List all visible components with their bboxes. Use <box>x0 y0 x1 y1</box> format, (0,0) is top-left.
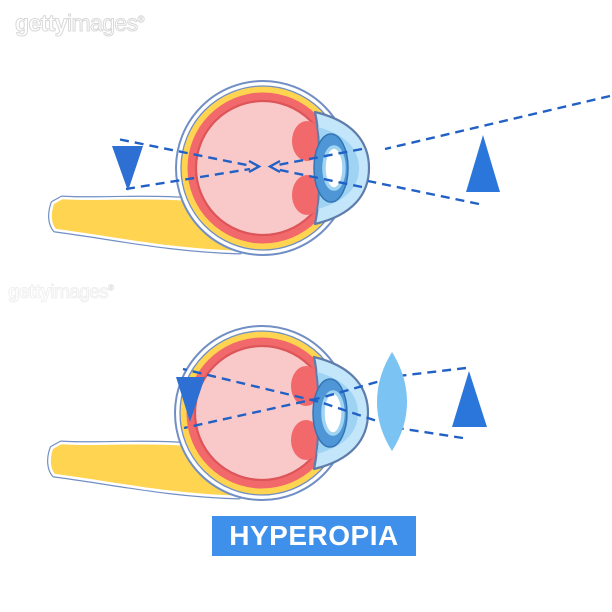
light-ray <box>183 366 467 430</box>
watermark-brand-bold: getty <box>7 282 51 304</box>
getty-watermark-top: gettyimages® <box>15 10 145 37</box>
light-ray <box>182 367 464 440</box>
getty-watermark-middle: gettyimages® <box>7 282 114 304</box>
retinal-image-arrow-icon <box>176 377 205 422</box>
registered-mark: ® <box>137 14 145 26</box>
arrowhead-right-icon <box>248 159 262 174</box>
image-arrow-icon <box>112 146 143 191</box>
arrowhead-left-icon <box>267 159 281 174</box>
light-rays-corrected <box>182 366 467 440</box>
watermark-brand-bold: getty <box>15 10 69 37</box>
watermark-brand-light: images <box>50 282 109 304</box>
focal-point-arrowheads <box>248 159 281 174</box>
registered-mark: ® <box>108 283 114 293</box>
light-ray <box>384 94 611 151</box>
corrective-lens-icon <box>377 352 407 451</box>
eye-uncorrected <box>51 81 369 255</box>
light-ray <box>367 179 480 206</box>
watermark-brand-light: images <box>66 10 138 37</box>
light-ray <box>119 138 250 167</box>
object-arrow-icon <box>466 135 500 192</box>
object-arrow-icon <box>452 371 487 427</box>
light-ray <box>125 167 251 191</box>
light-rays-uncorrected <box>119 94 611 206</box>
hyperopia-caption: HYPEROPIA <box>212 516 416 556</box>
eye-corrected <box>50 326 368 500</box>
